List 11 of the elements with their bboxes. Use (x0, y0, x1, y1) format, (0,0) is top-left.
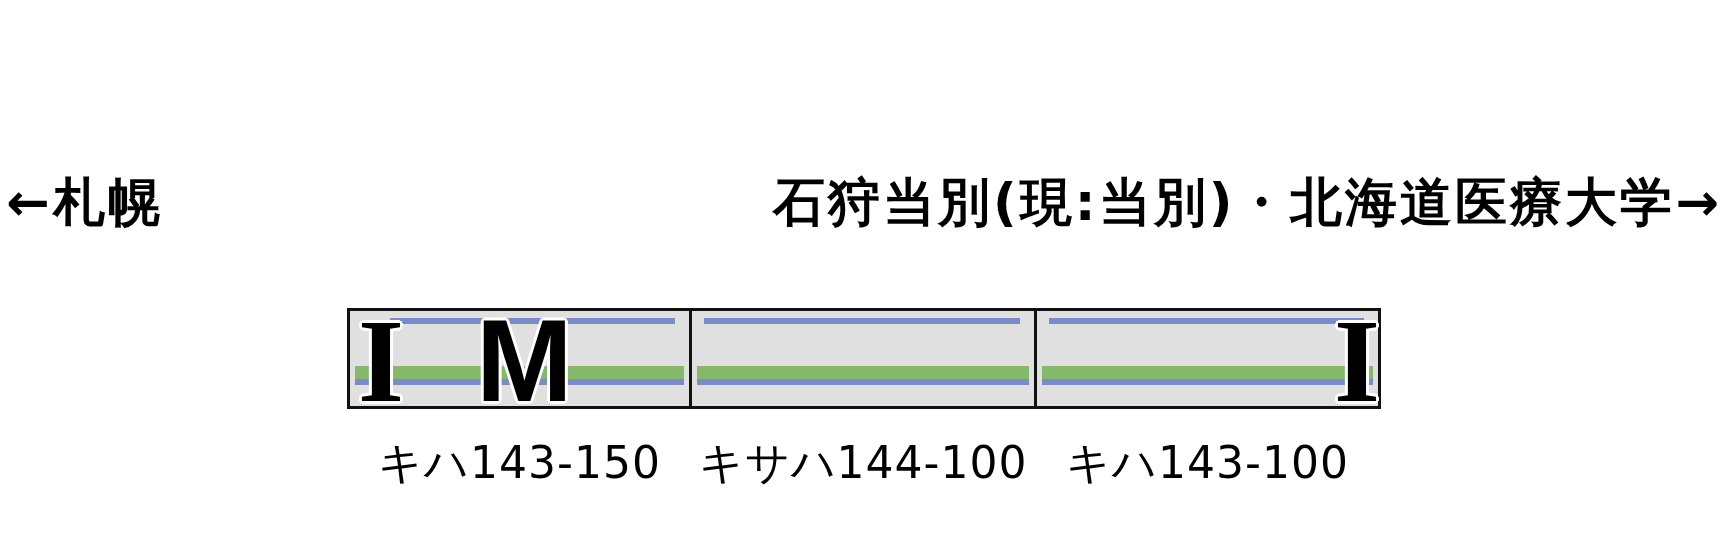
car-box (689, 308, 1037, 409)
car-number: キサハ144-100 (697, 441, 1029, 485)
car-box (347, 308, 692, 409)
direction-label: ←札幌 (6, 176, 163, 228)
type-letter: M (476, 303, 573, 419)
car-box (1034, 308, 1381, 409)
type-letter: I (1334, 303, 1380, 421)
type-letter: I (358, 303, 404, 421)
car-number: キハ143-150 (377, 441, 662, 485)
car-number: キハ143-100 (1065, 441, 1350, 485)
direction-label: 石狩当別(現:当別)・北海道医療大学→ (773, 176, 1722, 228)
